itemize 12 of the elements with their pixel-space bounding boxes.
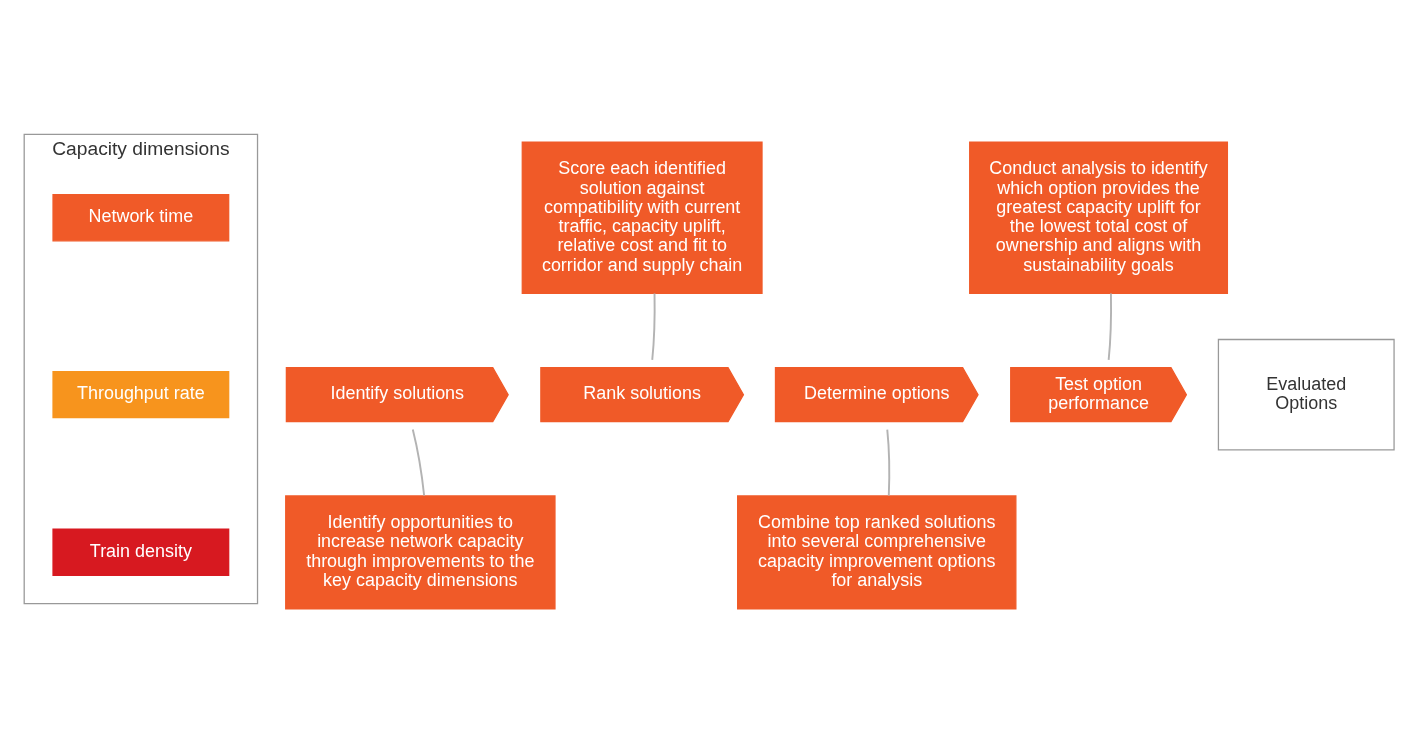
node-box: Score each identified solution against compatibility with current traffic, capacity uplift, relative cost and fit to corridor and supply chain — [521, 141, 763, 294]
node-box: Combine top ranked solutions into several comprehensive capacity improvement options for analysis — [737, 495, 1017, 610]
node-box: Train density — [52, 528, 230, 577]
connector — [411, 428, 426, 497]
connector — [886, 428, 891, 497]
node-box: Throughput rate — [52, 370, 230, 419]
node-box: Identify opportunities to increase network capacity through improvements to the key capacity dimensions — [285, 495, 556, 610]
connector — [1107, 292, 1112, 361]
node-box: Evaluated Options — [1217, 338, 1395, 451]
node-box: Conduct analysis to identify which option provides the greatest capacity uplift for the lowest total cost of ownership and aligns with sustainability goals — [969, 141, 1229, 294]
node-box: Network time — [52, 194, 230, 242]
connector — [651, 292, 656, 361]
